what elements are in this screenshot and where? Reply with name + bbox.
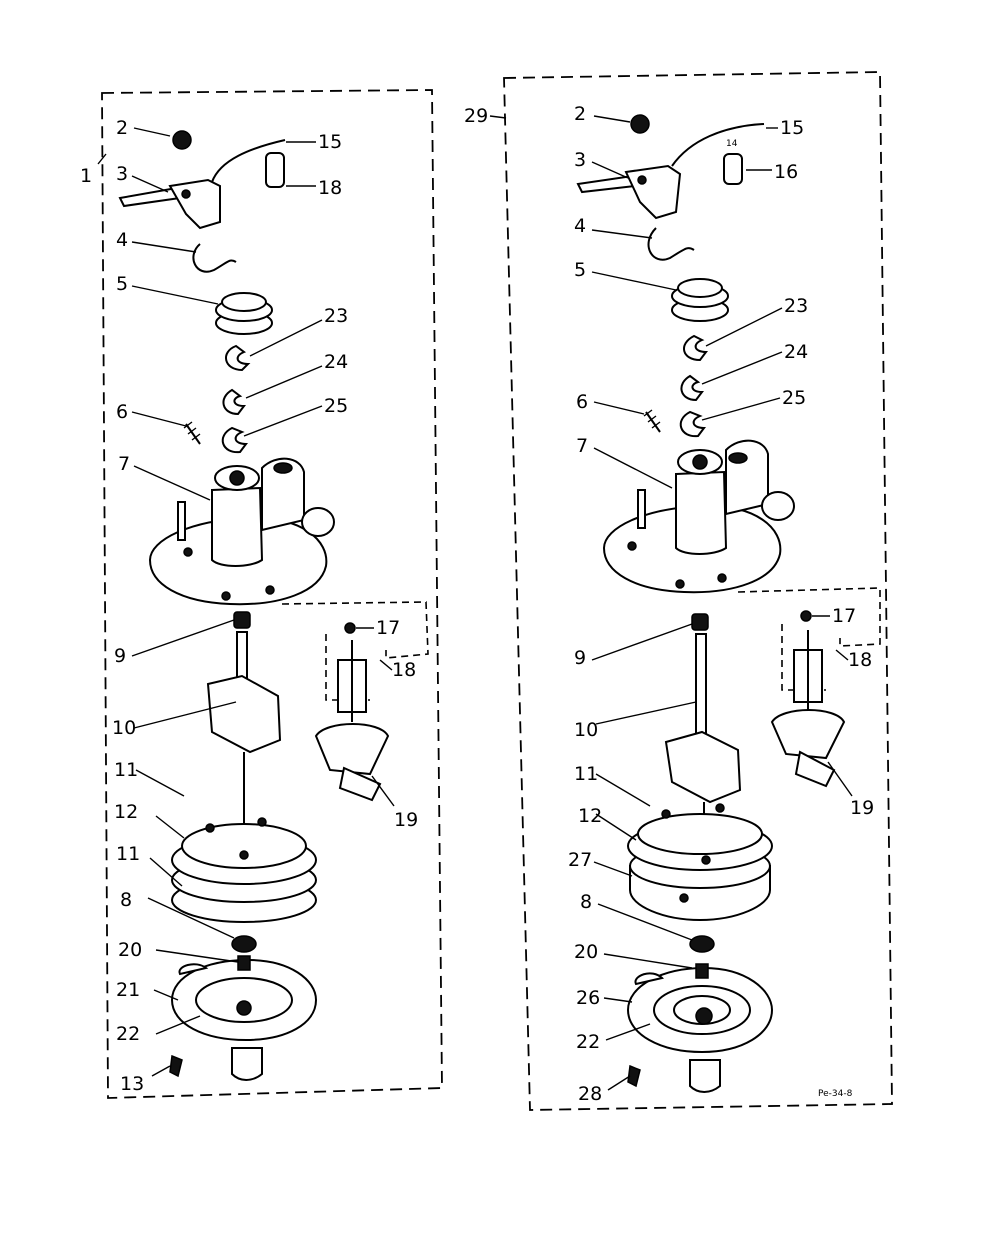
right-callout: 6 <box>576 391 588 413</box>
right-assembly-frame <box>503 71 893 1111</box>
left-callout: 19 <box>394 809 418 831</box>
left-part-4-spring <box>192 243 237 273</box>
right-callout-assembly: 29 <box>464 105 488 127</box>
left-callout: 2 <box>116 117 128 139</box>
right-callout: 24 <box>784 341 808 363</box>
left-part-2-nut <box>172 130 192 150</box>
right-callout: 28 <box>578 1083 602 1105</box>
left-part-23-clip <box>225 344 251 372</box>
right-part-11-12-27-rings <box>627 803 773 922</box>
right-drawing-code: Pe-34-8 <box>818 1089 853 1099</box>
left-callout: 8 <box>120 889 132 911</box>
right-part-26-lower-housing <box>626 963 774 1093</box>
left-part-18-pin <box>265 152 285 188</box>
right-callout: 12 <box>578 805 602 827</box>
right-part-24-clip <box>680 374 704 402</box>
left-part-24-clip <box>222 388 246 416</box>
right-callout: 18 <box>848 649 872 671</box>
right-part-25-clip <box>679 410 706 438</box>
left-callout-assembly: 1 <box>80 165 92 187</box>
right-part-5-pulley <box>671 278 729 322</box>
right-leader-lines <box>489 115 853 1091</box>
left-callout: 23 <box>324 305 348 327</box>
right-callout: 10 <box>574 719 598 741</box>
left-callout: 15 <box>318 131 342 153</box>
right-part-10-shaft <box>664 633 742 824</box>
right-assembly: Pe-34-8 14 <box>464 71 893 1111</box>
left-callout: 6 <box>116 401 128 423</box>
left-part-25-clip <box>221 426 248 454</box>
right-part-2-nut <box>630 114 650 134</box>
left-callout: 21 <box>116 979 140 1001</box>
left-assembly-frame <box>101 89 443 1099</box>
left-part-13-screw <box>169 1054 183 1078</box>
left-part-3-bracket <box>118 178 221 230</box>
right-part-9-nut <box>691 613 709 631</box>
right-callout: 17 <box>832 605 856 627</box>
left-callout: 18 <box>318 177 342 199</box>
left-callout: 11 <box>116 843 140 865</box>
right-callout: 2 <box>574 103 586 125</box>
right-part-3-bracket <box>576 164 682 220</box>
left-callout: 9 <box>114 645 126 667</box>
left-assembly: 1 2 3 4 5 6 7 9 10 11 12 11 8 20 21 22 1… <box>80 89 443 1099</box>
right-callout: 27 <box>568 849 592 871</box>
left-part-17-19-switch <box>281 601 429 802</box>
right-callout: 20 <box>574 941 598 963</box>
left-callout: 22 <box>116 1023 140 1045</box>
left-callout: 3 <box>116 163 128 185</box>
right-part-16-pin <box>723 153 743 185</box>
right-callout: 26 <box>576 987 600 1009</box>
right-part-7-housing <box>602 439 795 594</box>
left-callout: 5 <box>116 273 128 295</box>
left-callout: 20 <box>118 939 142 961</box>
right-callout: 25 <box>782 387 806 409</box>
left-callout: 17 <box>376 617 400 639</box>
left-callout: 12 <box>114 801 138 823</box>
left-callout: 18 <box>392 659 416 681</box>
right-part-4-spring <box>647 227 695 261</box>
left-part-8-nut <box>231 935 257 953</box>
left-callouts: 1 2 3 4 5 6 7 9 10 11 12 11 8 20 21 22 1… <box>80 117 418 1095</box>
right-part-17-19-switch <box>737 587 881 788</box>
right-small-mark: 14 <box>726 139 738 149</box>
right-callout: 15 <box>780 117 804 139</box>
right-callouts: 29 2 3 4 5 6 7 9 10 11 12 27 8 20 26 22 … <box>464 103 874 1105</box>
left-callout: 24 <box>324 351 348 373</box>
right-part-23-clip <box>683 334 708 362</box>
left-callout: 7 <box>118 453 130 475</box>
right-part-8-nut <box>689 935 715 953</box>
left-callout: 4 <box>116 229 128 251</box>
right-callout: 23 <box>784 295 808 317</box>
left-part-5-pulley <box>215 292 273 335</box>
right-callout: 11 <box>574 763 598 785</box>
left-part-7-housing <box>148 457 335 606</box>
right-part-15-wire <box>671 123 765 167</box>
right-callout: 4 <box>574 215 586 237</box>
right-callout: 22 <box>576 1031 600 1053</box>
left-part-15-wire <box>211 139 286 183</box>
left-part-6-spring <box>185 423 201 445</box>
left-callout: 13 <box>120 1073 144 1095</box>
right-part-6-spring <box>645 411 661 433</box>
right-callout: 8 <box>580 891 592 913</box>
left-callout: 10 <box>112 717 136 739</box>
left-callout: 25 <box>324 395 348 417</box>
right-callout: 16 <box>774 161 798 183</box>
right-callout: 9 <box>574 647 586 669</box>
left-part-11-12-rings <box>171 817 317 923</box>
left-part-21-lower-housing <box>170 955 318 1081</box>
left-callout: 11 <box>114 759 138 781</box>
left-leader-lines <box>97 127 395 1077</box>
right-callout: 5 <box>574 259 586 281</box>
left-part-10-shaft <box>206 631 282 832</box>
right-callout: 3 <box>574 149 586 171</box>
right-callout: 7 <box>576 435 588 457</box>
right-callout: 19 <box>850 797 874 819</box>
left-part-9-nut <box>233 611 251 629</box>
